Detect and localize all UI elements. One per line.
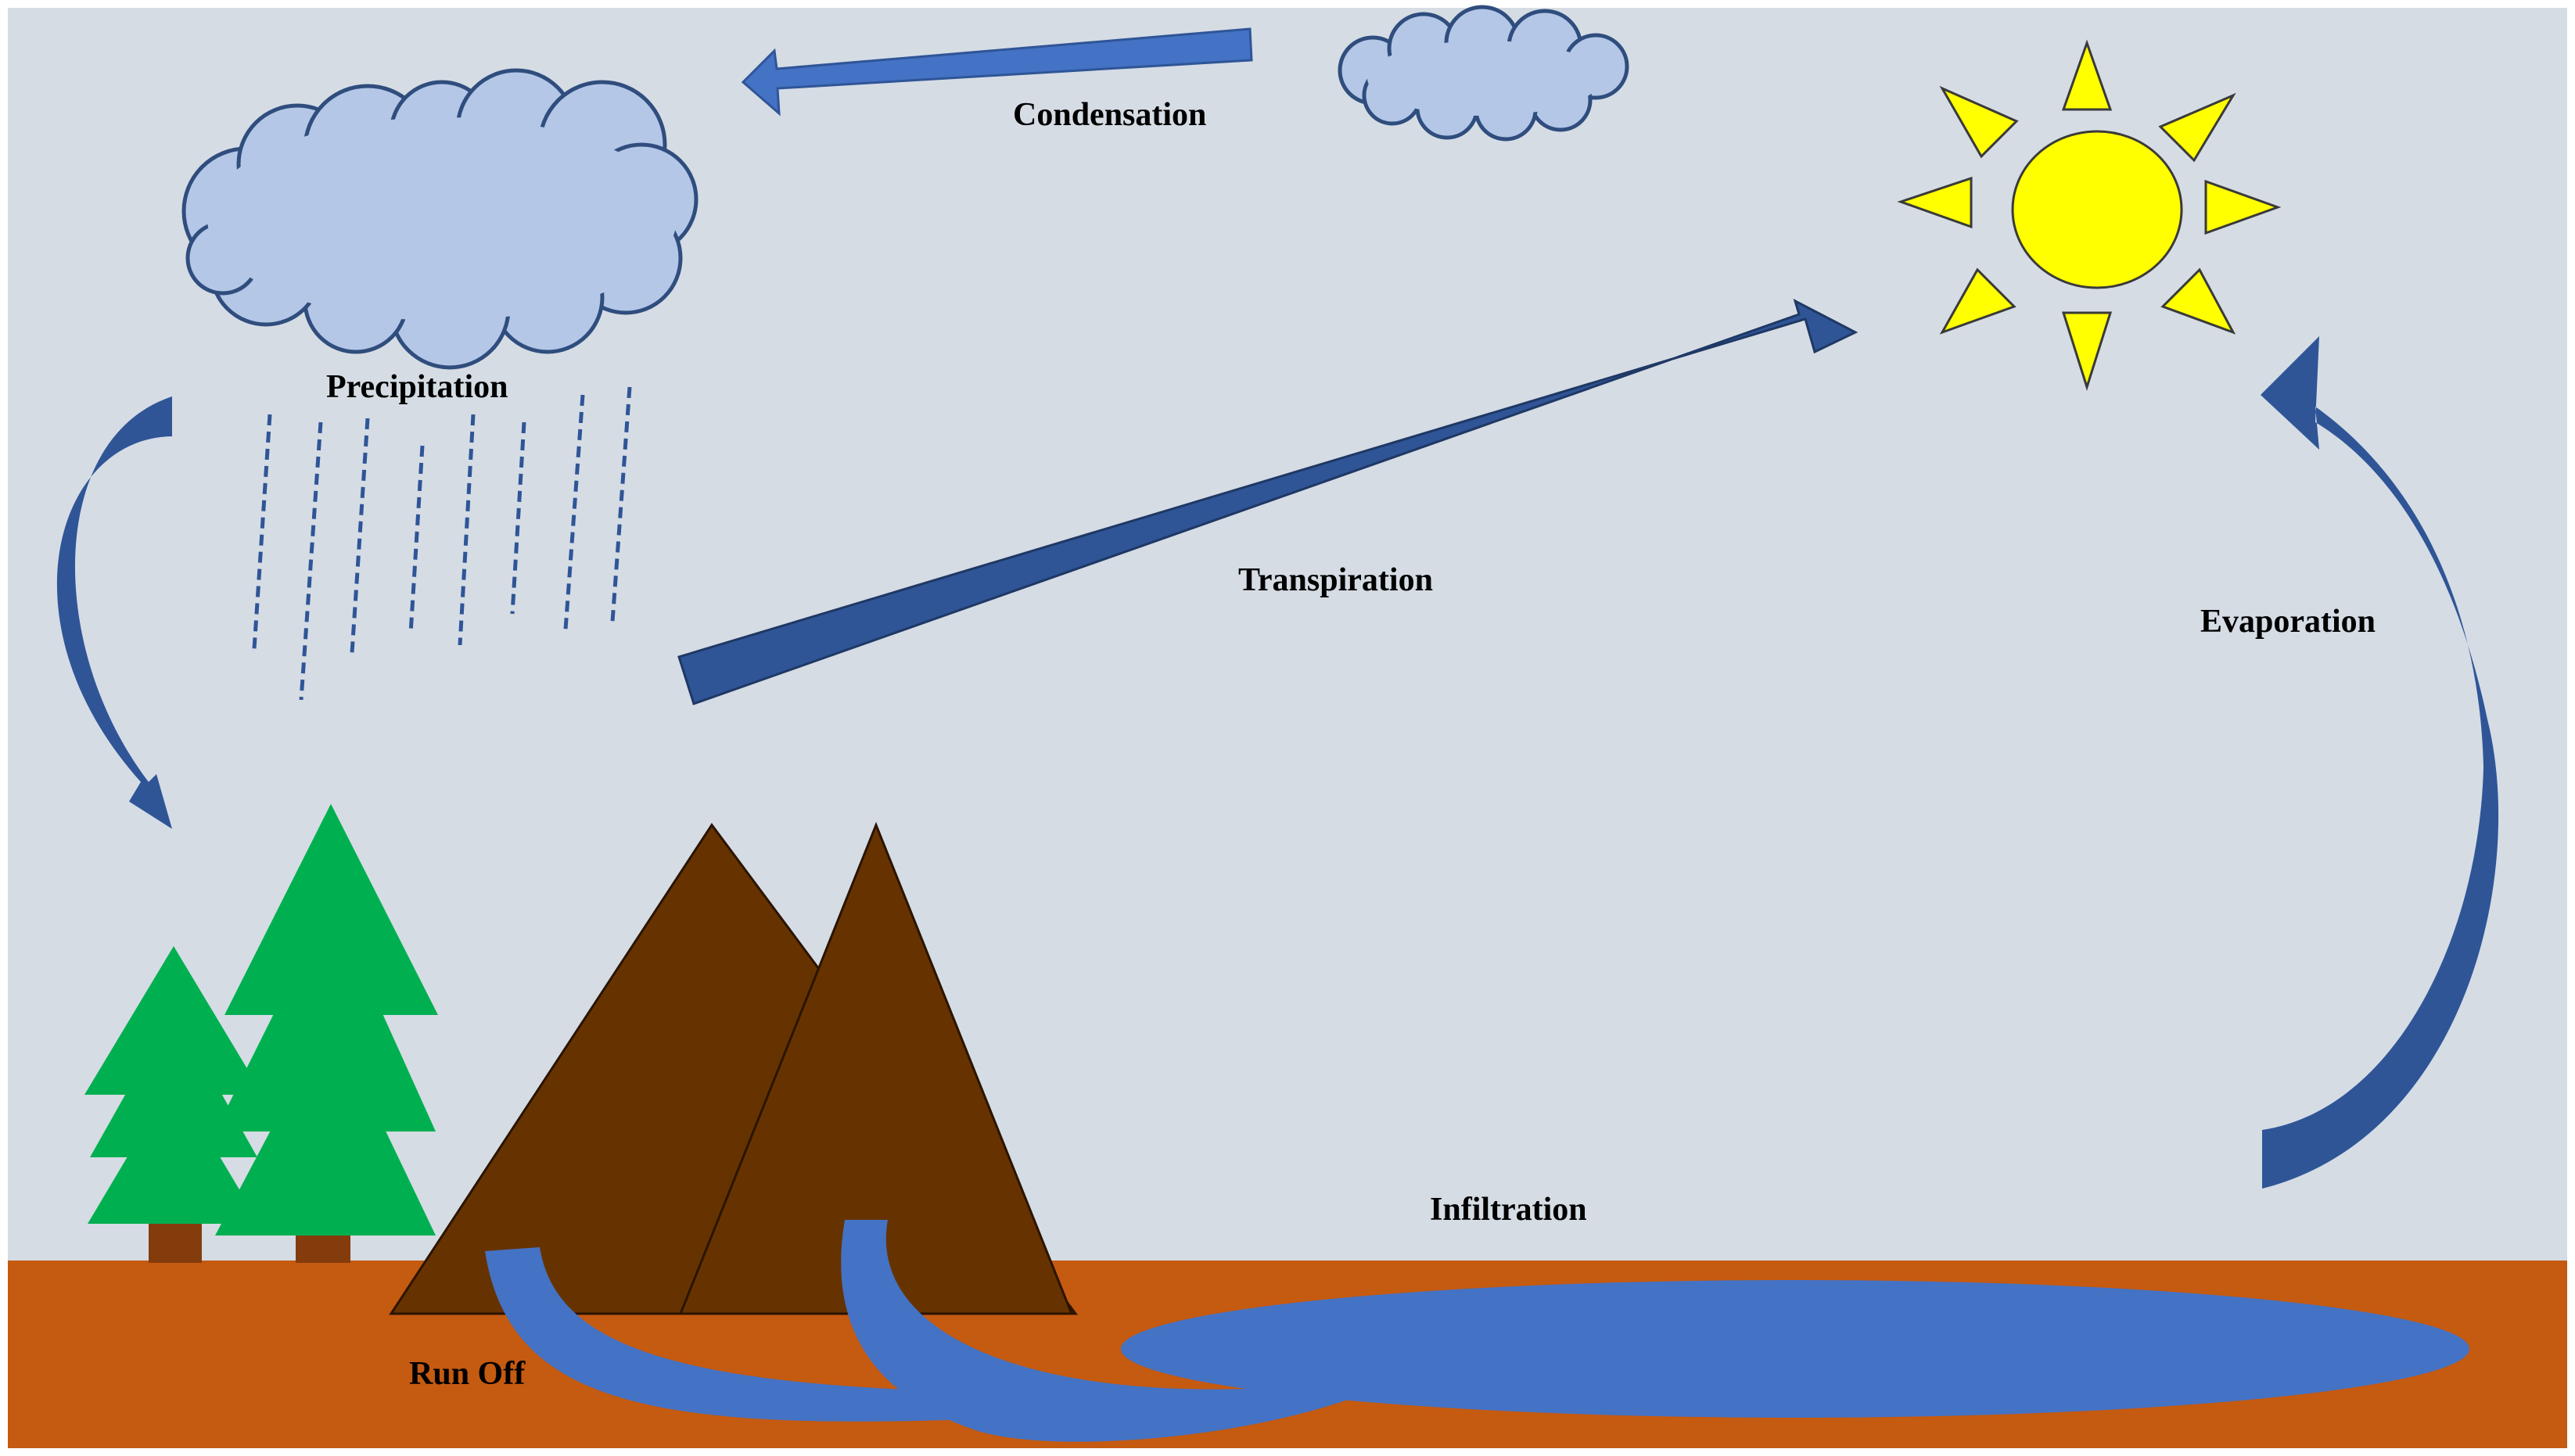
precipitation-arrow: [56, 396, 172, 829]
transpiration-label: Transpiration: [1238, 562, 1433, 598]
condensation-arrow: [741, 27, 1253, 117]
tree-icon-small: [84, 946, 263, 1263]
runoff-arrow-right: [841, 1220, 1369, 1442]
infiltration-label: Infiltration: [1430, 1192, 1587, 1228]
runoff-label: Run Off: [409, 1356, 526, 1392]
lake: [1121, 1280, 2469, 1418]
small-cloud-icon: [1338, 5, 1629, 142]
rain-cloud-icon: [181, 68, 699, 370]
evaporation-arrow: [2261, 336, 2499, 1189]
mountains: [389, 821, 1078, 1315]
tree-icon-large: [215, 804, 438, 1263]
evaporation-label: Evaporation: [2200, 604, 2376, 640]
sun-icon: [1897, 39, 2282, 391]
precipitation-label: Precipitation: [326, 369, 508, 405]
transpiration-arrow: [677, 299, 1859, 705]
runoff-arrow-left: [485, 1247, 970, 1422]
condensation-label: Condensation: [1013, 97, 1206, 133]
rain-lines: [252, 386, 632, 701]
